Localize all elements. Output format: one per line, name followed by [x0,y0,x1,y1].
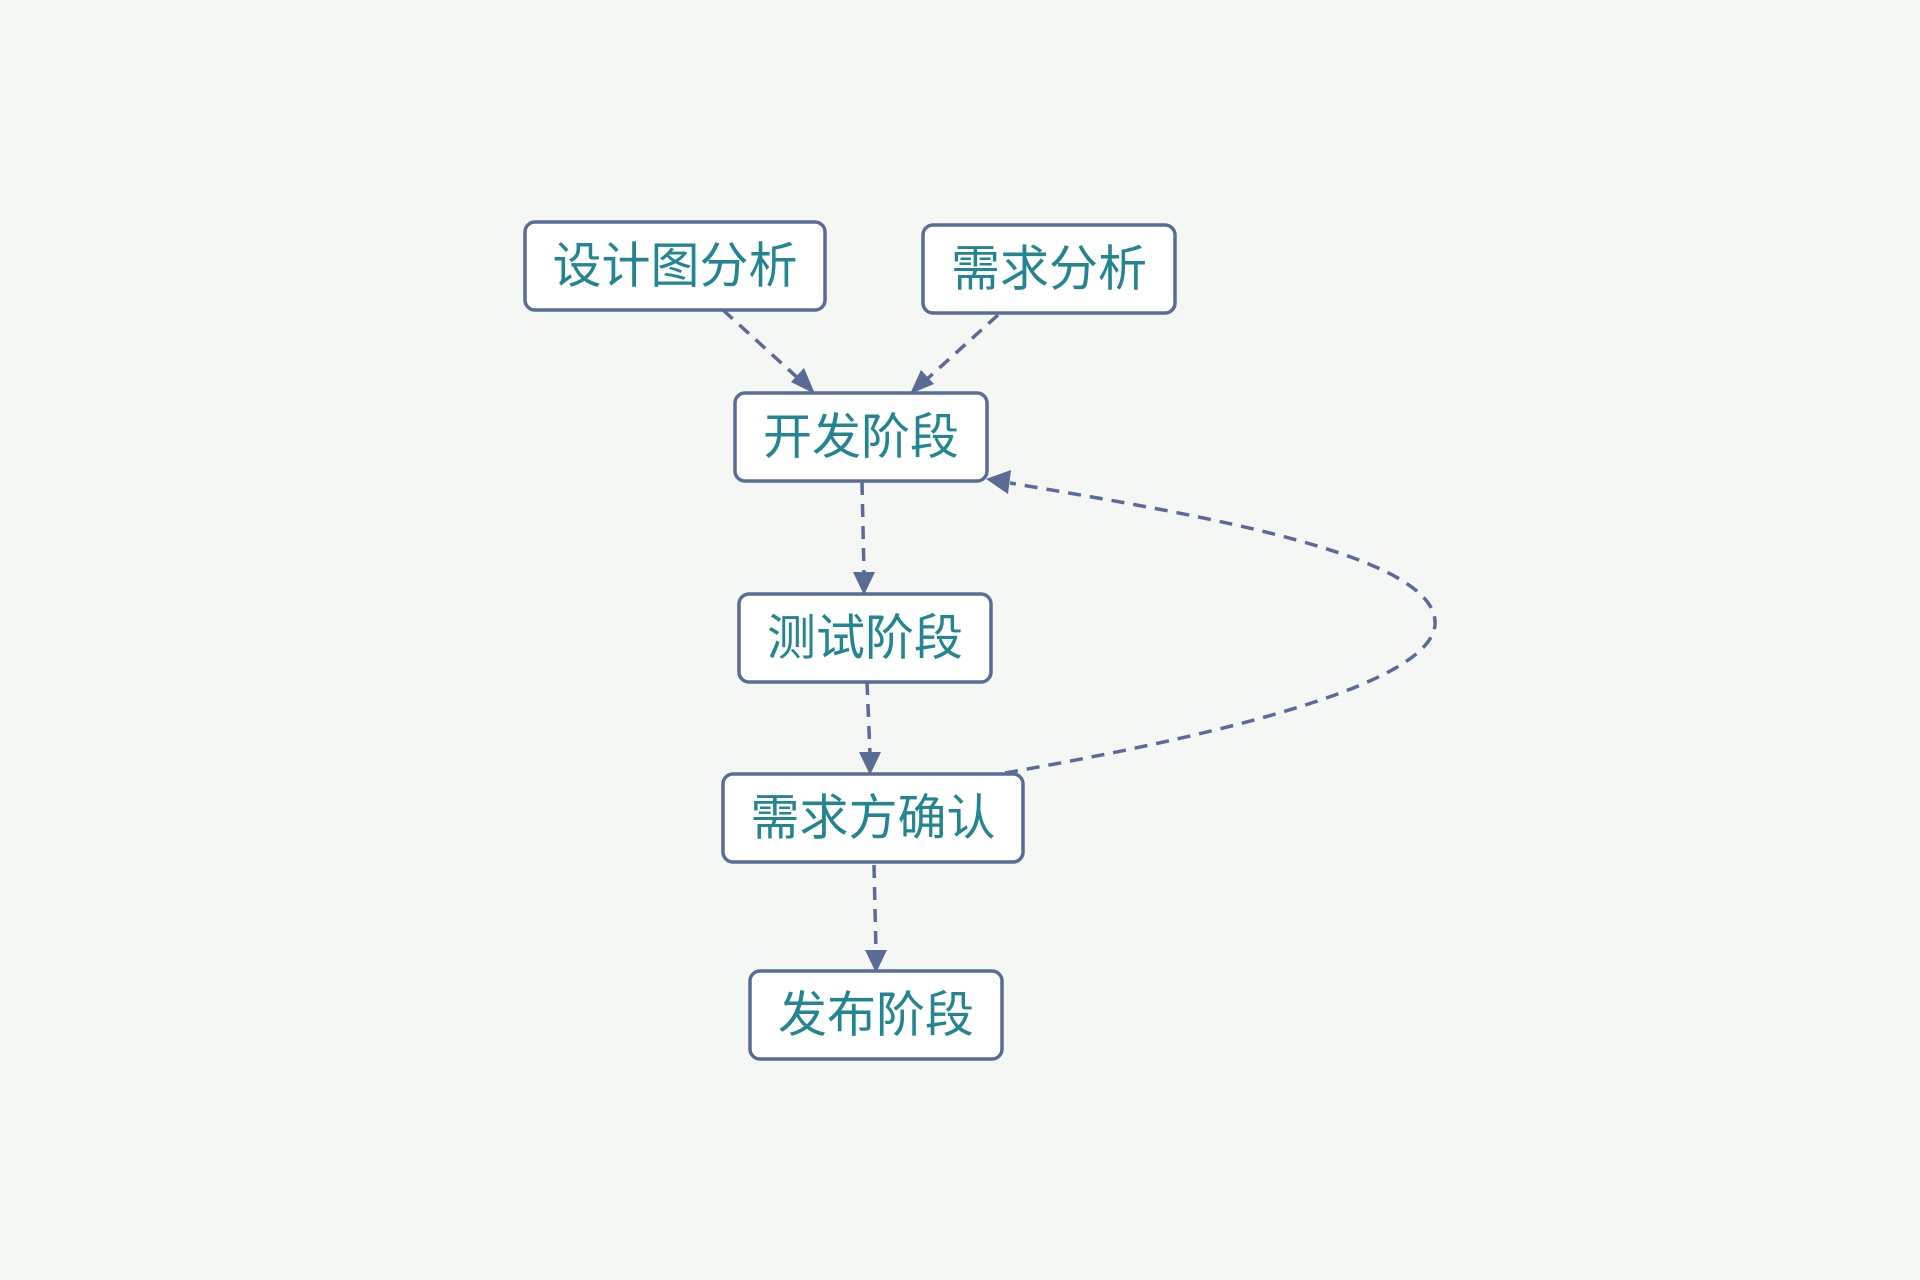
node-requirement-analysis: 需求分析 [921,223,1177,315]
edges [721,308,1437,973]
node-release-label: 发布阶段 [778,987,974,1044]
edge-design-to-development [721,308,802,382]
node-testing: 测试阶段 [737,592,993,684]
node-client-confirmation: 需求方确认 [721,772,1025,864]
node-client-confirmation-label: 需求方确认 [750,790,995,847]
node-development: 开发阶段 [733,391,989,483]
node-requirement-analysis-label: 需求分析 [951,241,1147,298]
arrowhead-confirmation-to-development-feedback [986,470,1011,494]
arrowhead-design-to-development [791,368,815,394]
node-testing-label: 测试阶段 [767,610,963,667]
arrowhead-requirement-to-development [910,370,934,394]
node-release: 发布阶段 [748,969,1004,1061]
edge-confirmation-to-release [872,864,878,953]
edge-testing-to-confirmation [865,681,872,755]
edge-confirmation-to-development-feedback [1004,481,1437,775]
arrowhead-development-to-testing [853,572,875,595]
node-design-analysis: 设计图分析 [523,220,827,312]
edge-requirement-to-development [924,313,1000,382]
node-design-analysis-label: 设计图分析 [552,238,797,295]
arrowhead-confirmation-to-release [865,950,887,973]
arrowhead-testing-to-confirmation [859,752,881,775]
edge-development-to-testing [860,481,866,575]
node-development-label: 开发阶段 [763,409,959,466]
